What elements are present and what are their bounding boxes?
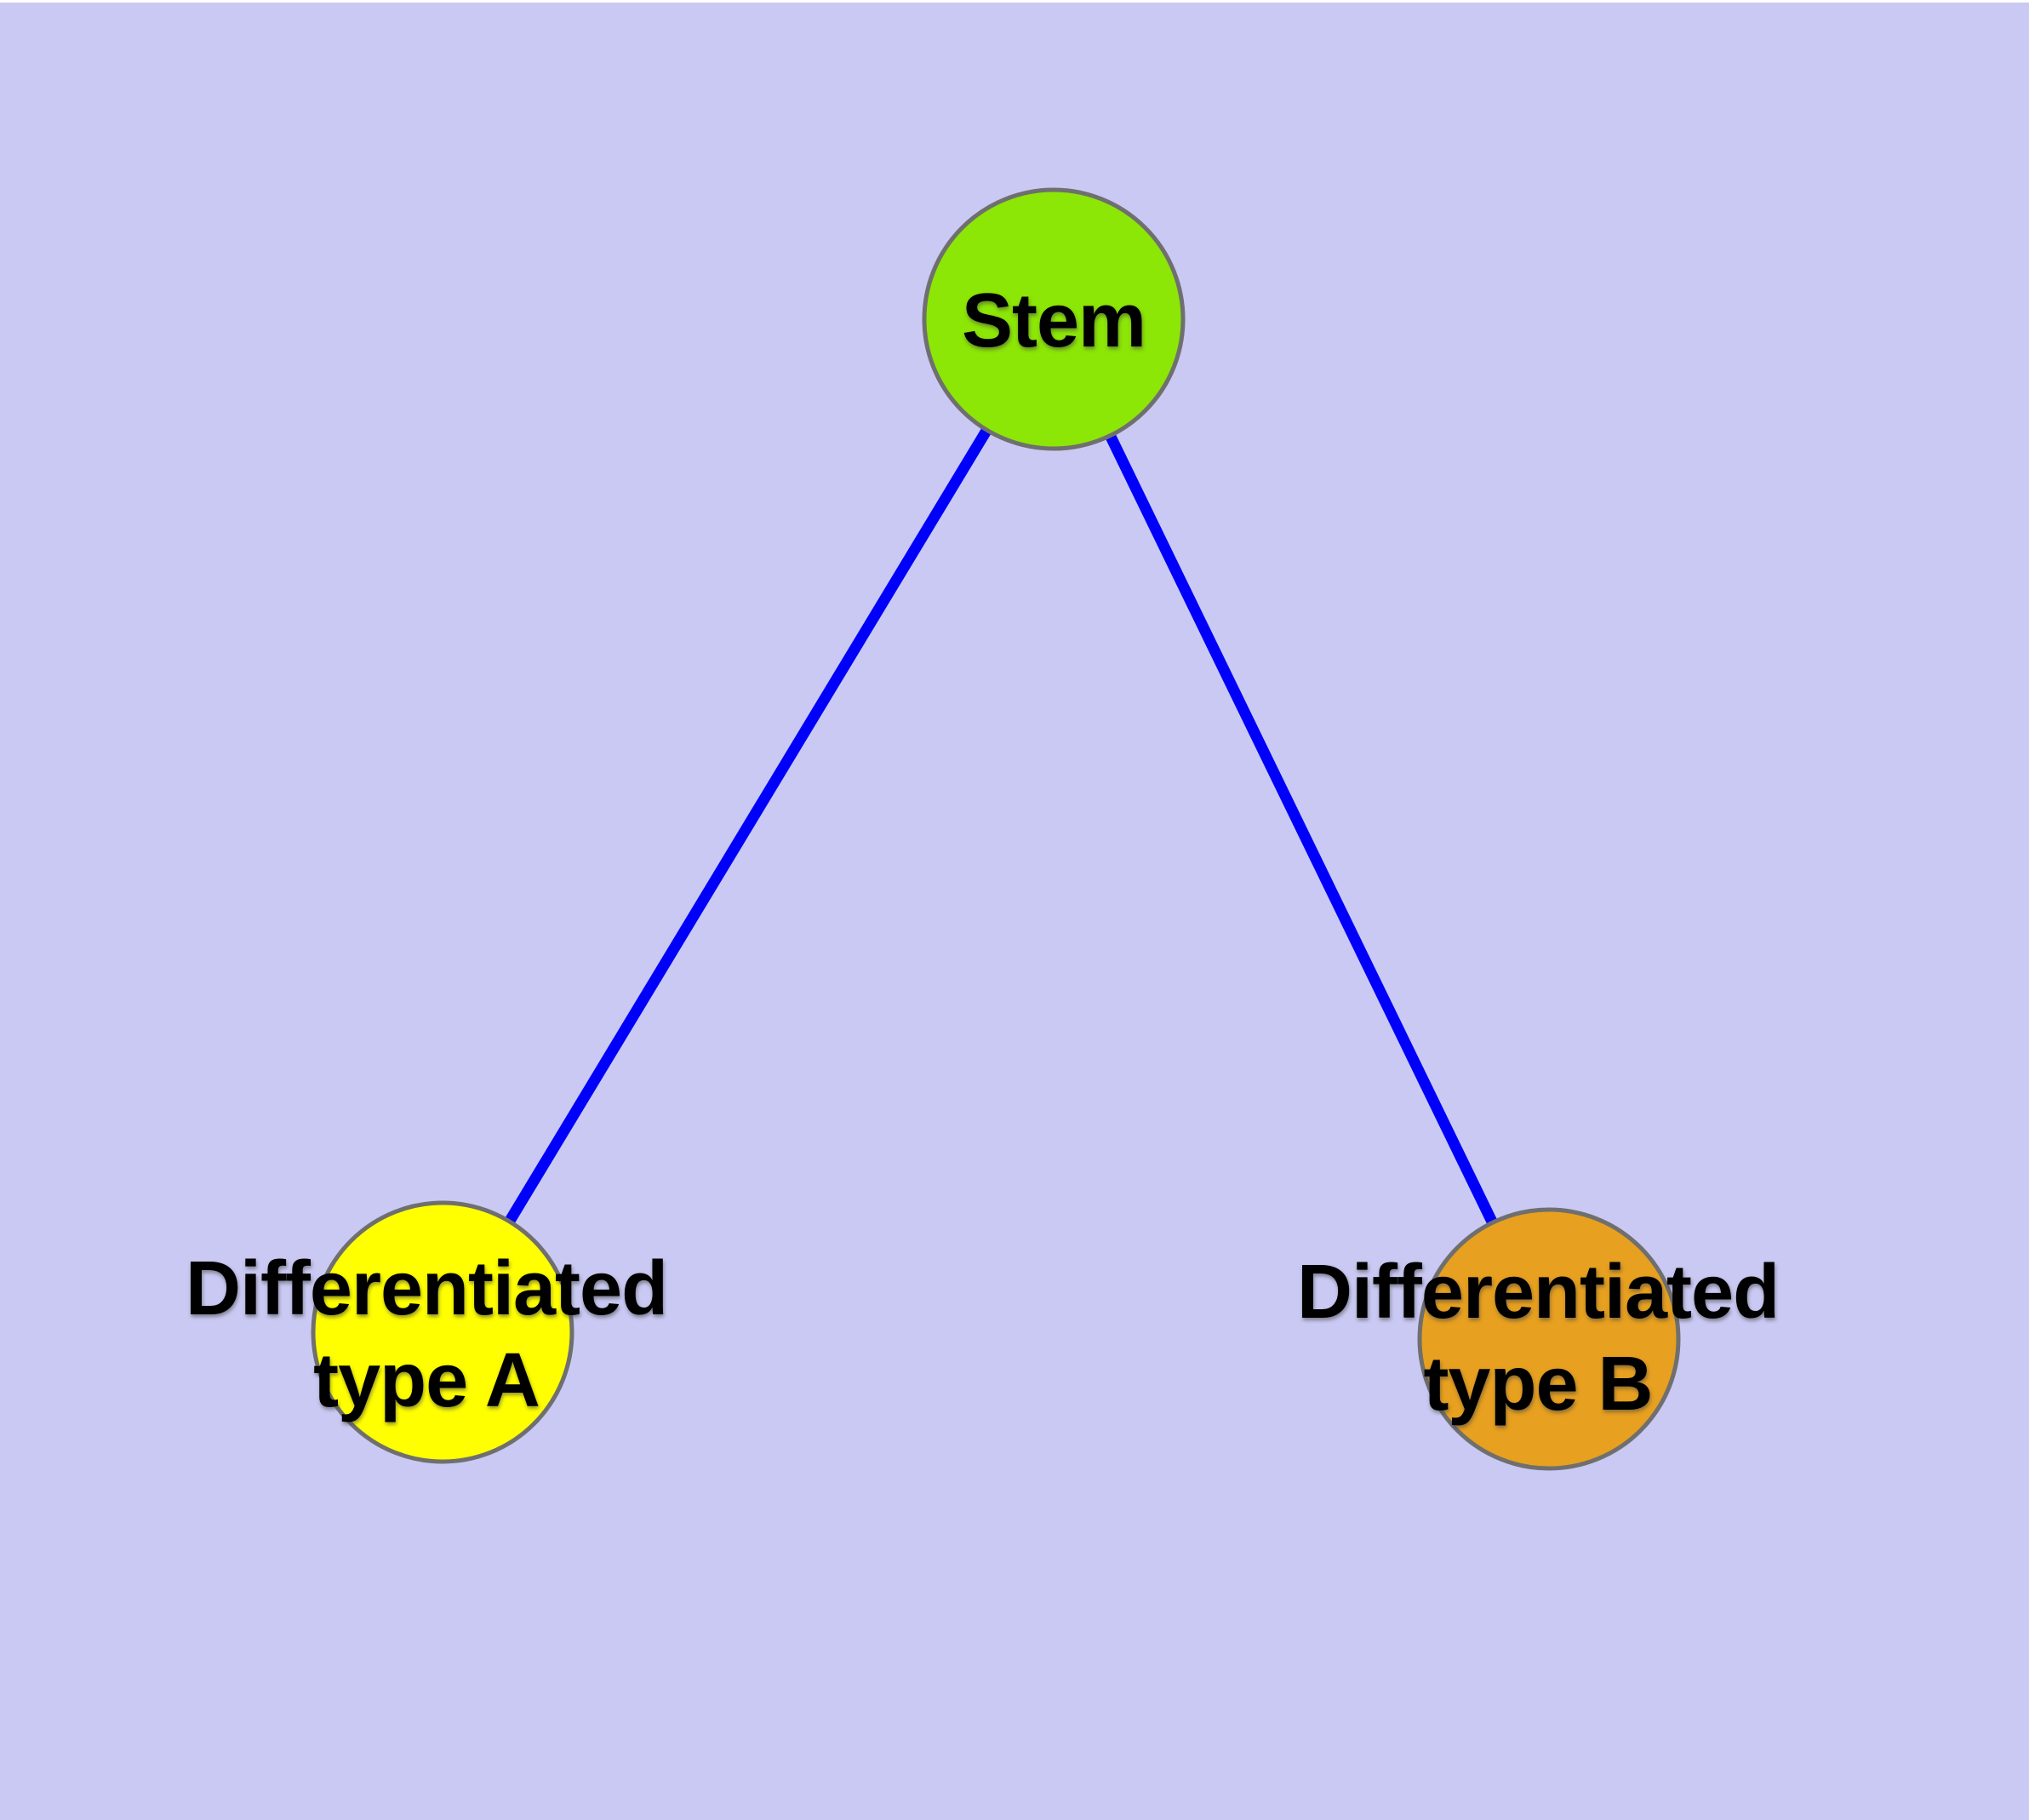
node-stem-label-line-1: Stem [961, 278, 1146, 363]
node-type-a-label-line-1: Differentiated [185, 1246, 668, 1331]
edge-stem-to-type-a [437, 316, 1059, 1336]
node-type-a-label-line-2: type A [313, 1338, 540, 1423]
node-type-a-label: Differentiated type A [185, 1243, 668, 1427]
edge-stem-to-type-b [1049, 317, 1554, 1342]
node-stem-circle [922, 187, 1186, 451]
node-stem-label: Stem [962, 275, 1146, 367]
node-type-b-label-line-1: Differentiated [1296, 1250, 1780, 1335]
node-type-b-label: Differentiated type B [1296, 1246, 1780, 1430]
node-type-a-circle [311, 1200, 574, 1464]
top-margin [0, 0, 2029, 3]
node-type-b-circle [1417, 1207, 1681, 1471]
node-type-b-label-line-2: type B [1423, 1342, 1653, 1427]
